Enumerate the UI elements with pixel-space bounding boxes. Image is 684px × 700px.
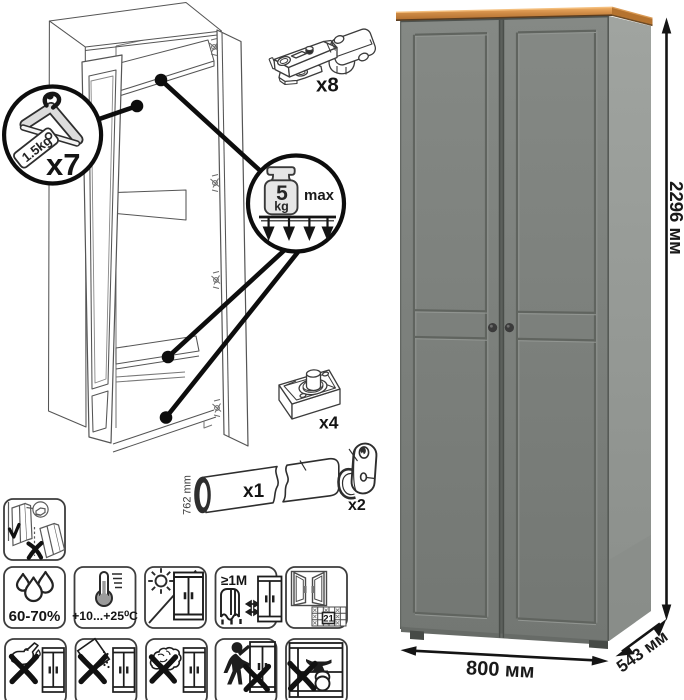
svg-text:max: max <box>304 187 335 204</box>
svg-text:kg: kg <box>274 200 289 214</box>
svg-text:≥1М: ≥1М <box>221 573 247 588</box>
svg-text:x8: x8 <box>316 74 339 97</box>
svg-text:762 mm: 762 mm <box>182 475 194 515</box>
svg-text:x4: x4 <box>319 413 339 433</box>
svg-text:x1: x1 <box>243 481 265 502</box>
svg-text:21: 21 <box>323 614 334 625</box>
svg-text:x7: x7 <box>46 147 80 182</box>
svg-text:2296 мм: 2296 мм <box>666 181 684 255</box>
svg-text:5: 5 <box>276 182 288 205</box>
svg-text:x2: x2 <box>348 497 366 514</box>
svg-text:800 мм: 800 мм <box>466 657 536 683</box>
svg-text:+10...+25⁰C: +10...+25⁰C <box>72 609 138 623</box>
svg-text:60-70%: 60-70% <box>9 608 61 625</box>
